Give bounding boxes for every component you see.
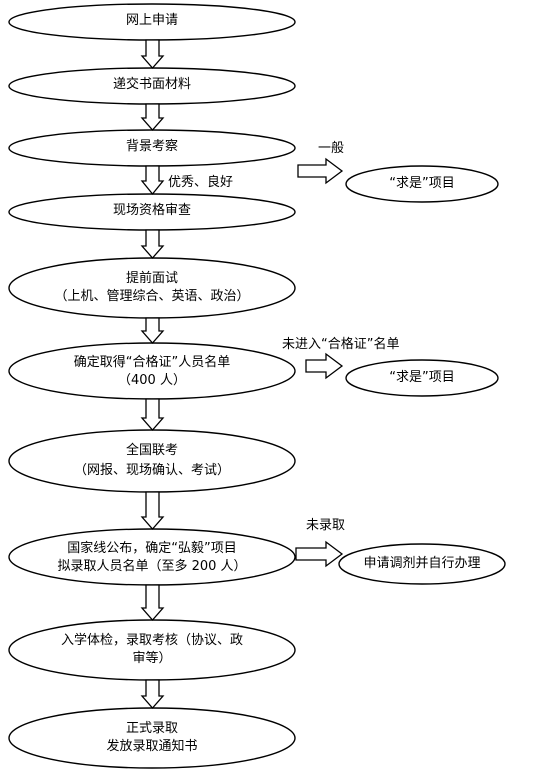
arrow-down-2 <box>140 103 165 131</box>
label-notice: 发放录取通知书 <box>106 739 198 754</box>
edge-label-not-admitted: 未录取 <box>306 518 346 533</box>
node-qiushi-2 <box>345 359 499 397</box>
label-medical-check: 入学体检，录取考核（协议、政 <box>60 633 243 648</box>
label-early-interview-detail: （上机、管理综合、英语、政治） <box>54 289 250 304</box>
node-national-exam <box>8 429 296 493</box>
node-national-line <box>8 528 296 586</box>
label-qiushi-1: “求是”项目 <box>389 176 455 191</box>
arrow-right-2 <box>305 352 344 380</box>
node-qiushi-1 <box>345 165 499 203</box>
label-formal-admission: 正式录取 <box>125 721 178 736</box>
node-qualified-list <box>8 342 296 400</box>
label-medical-check-cont: 审等） <box>132 651 172 666</box>
arrow-down-7 <box>140 491 165 530</box>
arrow-down-3 <box>140 165 165 196</box>
label-national-line: 国家线公布，确定“弘毅”项目 <box>67 541 237 556</box>
label-qualified-count: （400 人） <box>118 373 186 388</box>
arrow-down-8 <box>140 584 165 621</box>
arrow-down-4 <box>140 229 165 259</box>
label-qiushi-2: “求是”项目 <box>389 370 455 385</box>
label-background-check: 背景考察 <box>125 139 178 154</box>
edge-label-excellent: 优秀、良好 <box>168 175 234 190</box>
arrow-right-1 <box>297 157 344 185</box>
label-national-exam-detail: （网报、现场确认、考试） <box>73 463 230 478</box>
label-qualified-list: 确定取得“合格证”人员名单 <box>73 355 231 370</box>
label-online-apply: 网上申请 <box>125 13 178 28</box>
arrow-down-1 <box>140 39 165 69</box>
arrow-down-5 <box>140 317 165 344</box>
label-transfer: 申请调剂并自行办理 <box>363 556 481 571</box>
node-transfer <box>338 543 506 585</box>
label-submit-materials: 递交书面材料 <box>112 77 191 92</box>
arrow-right-3 <box>295 540 344 568</box>
edge-label-not-qualified: 未进入“合格证”名单 <box>282 337 400 352</box>
label-national-exam: 全国联考 <box>125 443 178 458</box>
label-early-interview: 提前面试 <box>125 271 178 286</box>
label-admit-list: 拟录取人员名单（至多 200 人） <box>57 559 247 574</box>
label-onsite-review: 现场资格审查 <box>112 203 191 218</box>
edge-label-general: 一般 <box>318 141 345 156</box>
arrow-down-9 <box>140 679 165 709</box>
arrow-down-6 <box>140 398 165 431</box>
